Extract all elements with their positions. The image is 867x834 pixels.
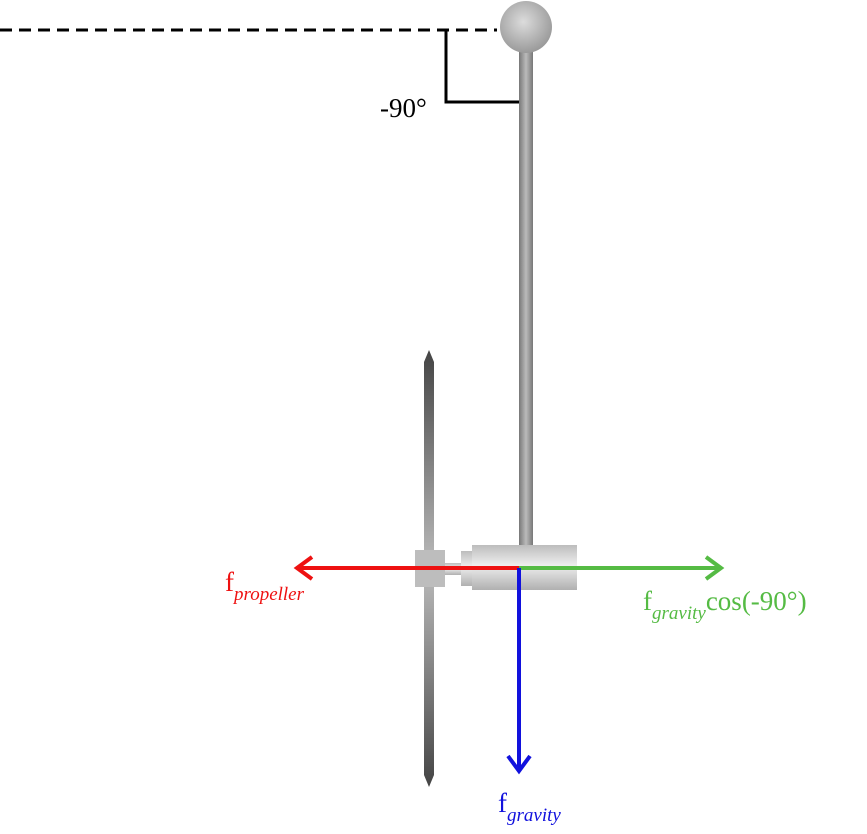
angle-marker [444, 30, 519, 104]
gravity-force-arrow [506, 568, 532, 775]
gravity-component-label: fgravitycos(-90°) [643, 586, 807, 624]
pivot-ball [500, 1, 552, 53]
pendulum-rod [519, 48, 533, 548]
angle-label: -90° [380, 93, 427, 123]
propeller-force-label: fpropeller [225, 567, 305, 605]
gravity-component-arrow [519, 555, 725, 581]
gravity-force-label: fgravity [498, 788, 561, 826]
propeller-force-arrow [293, 555, 519, 581]
